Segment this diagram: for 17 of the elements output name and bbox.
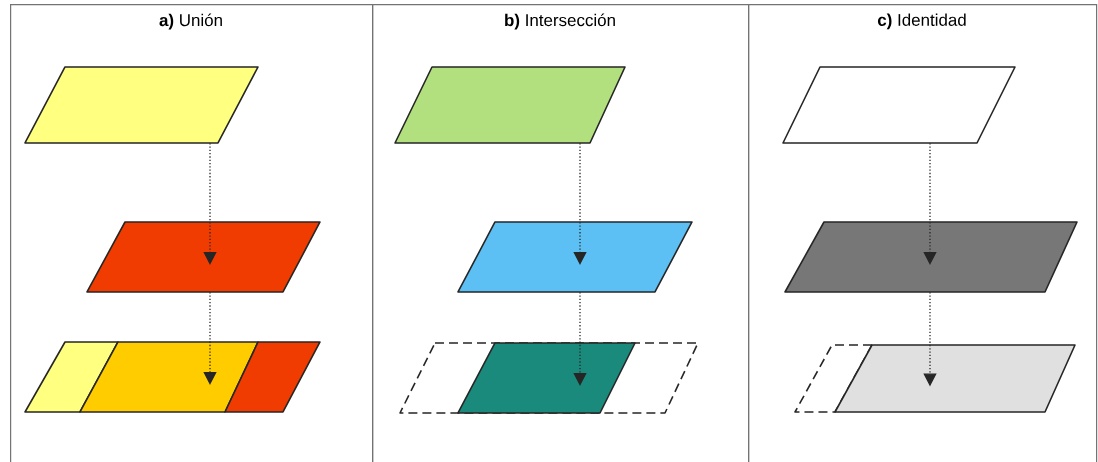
- parallelogram: [457, 221, 693, 293]
- panel-title: b) Intersección: [505, 13, 615, 30]
- arrow: [203, 291, 217, 385]
- parallelogram: [86, 221, 321, 293]
- parallelogram: [784, 221, 1078, 293]
- arrow: [923, 142, 937, 265]
- parallelogram: [24, 66, 259, 144]
- arrow: [573, 142, 587, 265]
- arrow: [573, 291, 587, 386]
- panel-title: a) Unión: [159, 13, 222, 30]
- parallelogram: [24, 341, 321, 413]
- panel-title: c) Identidad: [877, 13, 966, 30]
- arrow: [203, 142, 217, 265]
- parallelogram: [394, 66, 626, 144]
- parallelogram: [782, 66, 1016, 144]
- parallelogram: [794, 344, 1076, 413]
- parallelogram: [399, 342, 699, 414]
